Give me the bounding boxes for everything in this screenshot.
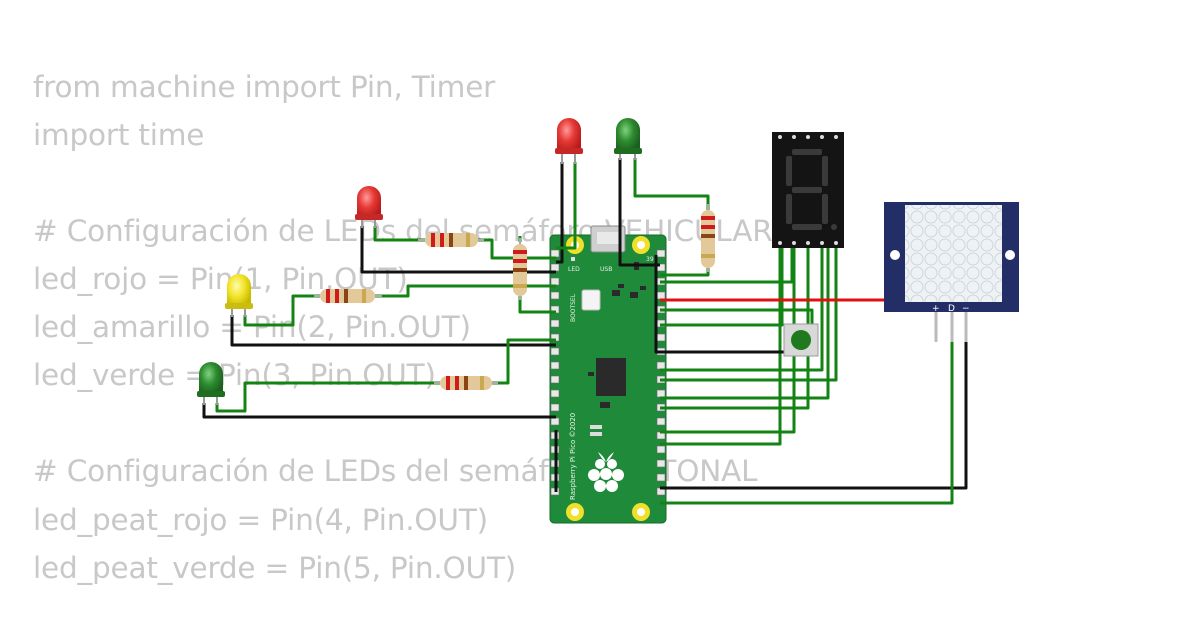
code-line: led_verde = Pin(3, Pin.OUT) [33, 358, 436, 392]
resistor-3 [314, 289, 382, 303]
resistor-4 [434, 376, 498, 390]
pico-led-label: LED [568, 266, 580, 273]
onboard-led-icon [571, 257, 575, 261]
led-red-top[interactable] [555, 118, 583, 164]
pir-pin-label: − [962, 304, 970, 314]
usb-connector-icon [590, 225, 626, 253]
resistor-5 [701, 204, 715, 272]
resistor-2 [513, 238, 527, 300]
led-red-left[interactable] [355, 186, 383, 228]
pico-components [588, 262, 646, 436]
pir-pin-label: + [932, 304, 940, 314]
pico-bootsel-label: BOOTSEL [570, 293, 577, 322]
code-line: import time [33, 118, 205, 152]
push-button[interactable] [783, 323, 819, 357]
pico-pin39-label: 39 [646, 256, 654, 263]
led-green-left[interactable] [197, 362, 225, 405]
pir-pin-label: D [948, 304, 955, 314]
led-yellow[interactable] [225, 274, 253, 317]
raspberry-pi-logo-icon [588, 452, 624, 492]
bootsel-button[interactable] [581, 289, 601, 311]
led-green-top[interactable] [614, 118, 642, 160]
resistor-1 [418, 233, 484, 247]
seven-segment-display [772, 132, 844, 248]
pico-side-label: Raspberry Pi Pico ©2020 [569, 413, 577, 500]
code-line: from machine import Pin, Timer [33, 70, 496, 104]
code-line: led_peat_verde = Pin(5, Pin.OUT) [33, 551, 517, 585]
code-line: led_peat_rojo = Pin(4, Pin.OUT) [33, 503, 488, 537]
pir-motion-sensor: + D − [884, 202, 1019, 342]
pico-board: LED USB 39 BOOTSEL Raspberry Pi Pico ©20… [549, 225, 667, 524]
pico-usb-label: USB [600, 266, 612, 273]
